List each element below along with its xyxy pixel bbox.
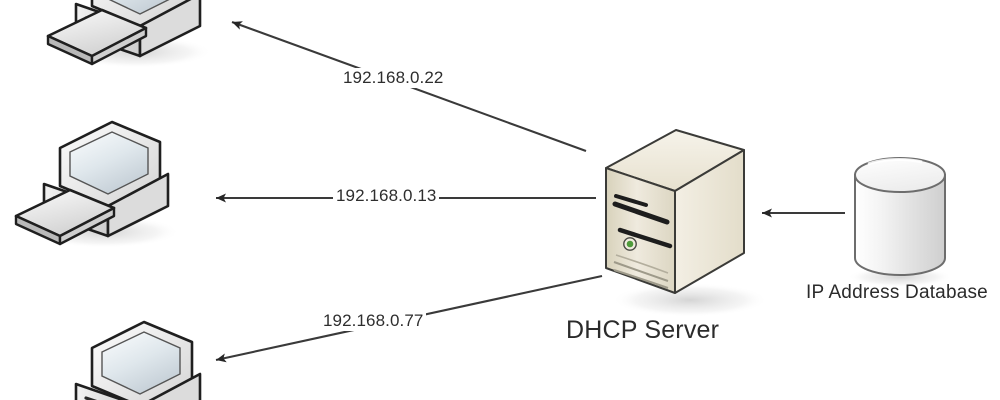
link-label-192-168-0-13: 192.168.0.13	[333, 186, 440, 206]
desktop-computer-icon	[74, 320, 202, 400]
link-label-192-168-0-77: 192.168.0.77	[320, 311, 427, 331]
link-label-192-168-0-22: 192.168.0.22	[340, 68, 447, 88]
desktop-computer-icon	[14, 120, 180, 248]
desktop-computer-icon	[46, 0, 212, 68]
ip-address-database-label: IP Address Database	[806, 282, 988, 303]
tower-server-icon	[605, 129, 768, 317]
dhcp-server-label: DHCP Server	[566, 316, 720, 344]
database-cylinder-icon	[848, 157, 952, 287]
